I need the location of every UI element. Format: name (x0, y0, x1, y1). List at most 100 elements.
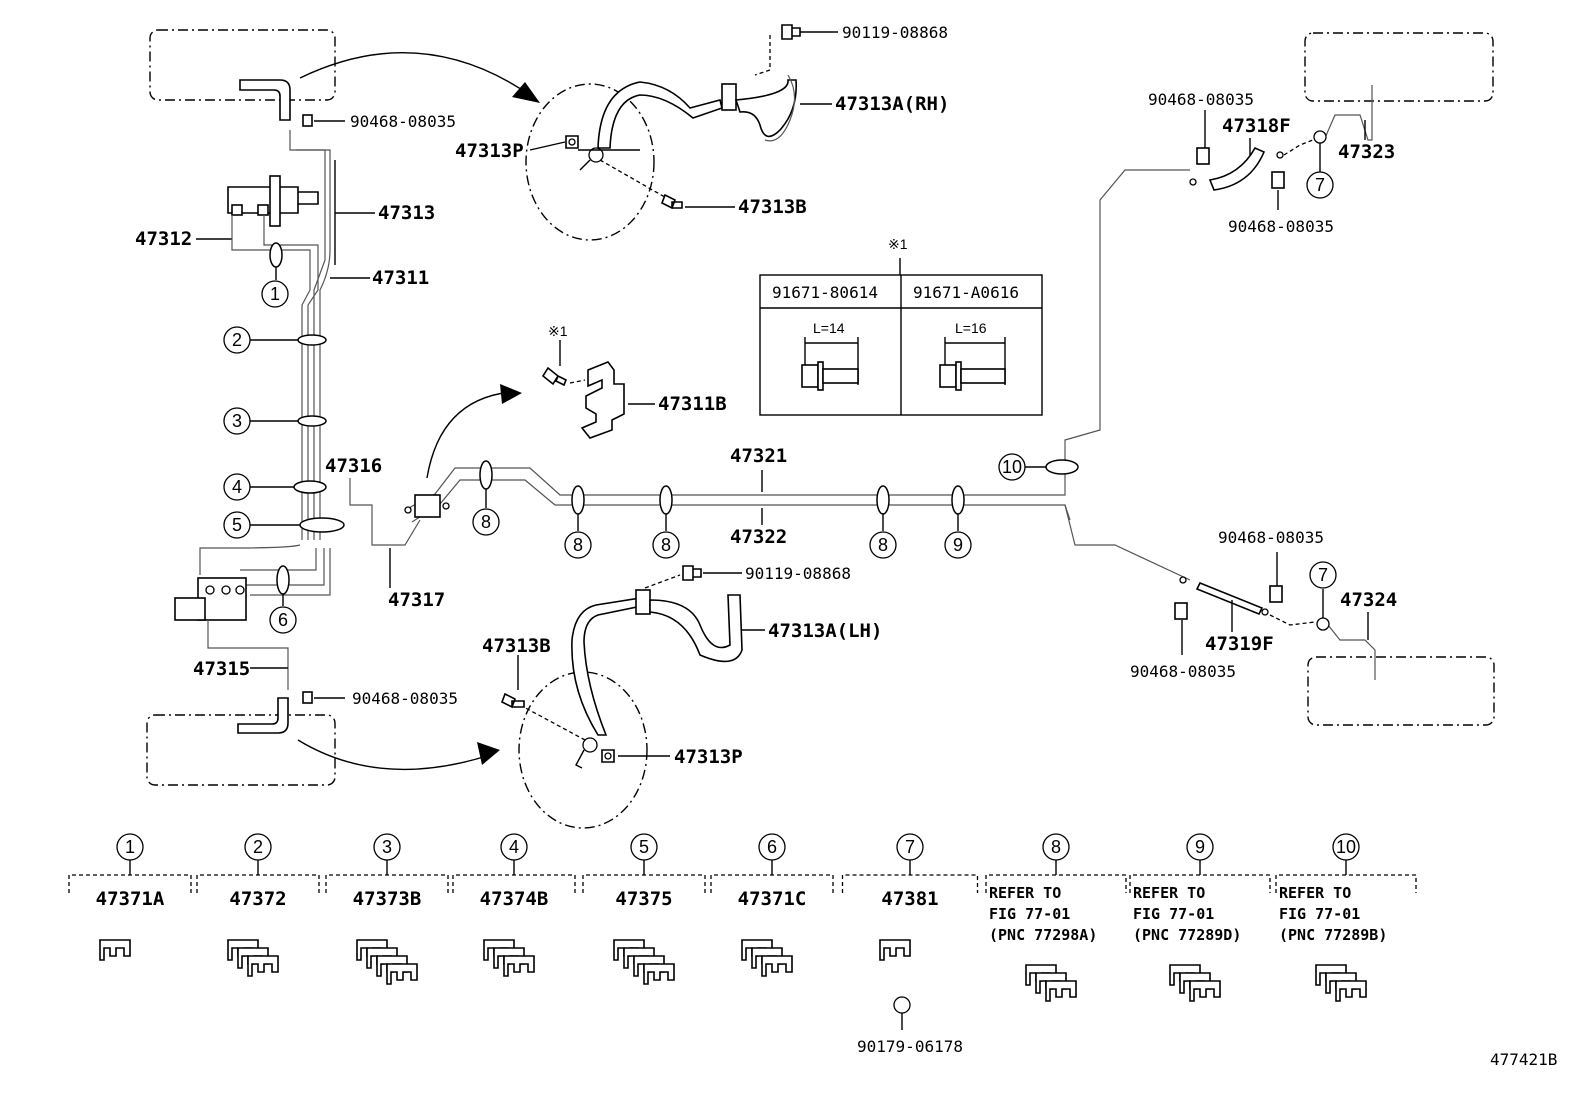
clamp-2-icon (227, 939, 279, 977)
legend-callout-4: 4 (509, 837, 519, 857)
callout-3: 3 (232, 411, 242, 431)
part-label-47323: 47323 (1338, 141, 1395, 163)
part-label-47313B-bottom: 47313B (482, 635, 551, 657)
part-label-47324: 47324 (1340, 589, 1397, 611)
clip-part-number-br1: 90468-08035 (1218, 528, 1324, 547)
legend-item-2: 2 47372 (196, 833, 320, 977)
clip-part-number: 90468-08035 (350, 112, 456, 131)
bolt-l16-icon (939, 361, 1006, 391)
figure-id: 477421B (1490, 1050, 1557, 1069)
callout-1: 1 (270, 284, 280, 304)
bolt-part-number-mid: 90119-08868 (745, 564, 851, 583)
clamp-1-icon (99, 939, 131, 961)
pipe-47319F (1195, 581, 1264, 616)
clamp-5-icon (613, 939, 675, 985)
table-star-mark: ※1 (888, 236, 908, 252)
part-label-47313B-top: 47313B (738, 196, 807, 218)
part-label-47316: 47316 (325, 455, 382, 477)
legend-callout-5: 5 (639, 837, 649, 857)
callout-8a: 8 (481, 512, 491, 532)
clip-part-number-tr1: 90468-08035 (1148, 90, 1254, 109)
arrow-head (512, 82, 540, 103)
part-label-47322: 47322 (730, 526, 787, 548)
clamp-10-icon (1315, 964, 1367, 1002)
part-label-47315: 47315 (193, 658, 250, 680)
rh-caliper-zoom (525, 83, 655, 241)
bracket-47311B (580, 361, 625, 439)
clamp-marker (269, 242, 283, 268)
clamp-7-icon (879, 939, 911, 1014)
legend-callout-6: 6 (767, 837, 777, 857)
legend-callout-8: 8 (1051, 837, 1061, 857)
legend-ref-8-0: REFER TO (989, 884, 1061, 902)
callout-7-top: 7 (1315, 175, 1325, 195)
callout-2: 2 (232, 330, 242, 350)
part-label-47311: 47311 (372, 267, 429, 289)
clamp-3-icon (356, 939, 418, 985)
callout-6: 6 (278, 610, 288, 630)
part-label-47313: 47313 (378, 202, 435, 224)
legend-part-5: 47375 (615, 888, 672, 910)
part-label-47317: 47317 (388, 589, 445, 611)
bolt-l14-icon (801, 361, 859, 391)
bolt-part-number-top: 90119-08868 (842, 23, 948, 42)
callout-8c: 8 (661, 535, 671, 555)
legend-item-6: 6 47371C (710, 833, 834, 977)
clamp-9-icon (1169, 964, 1221, 1002)
arrow-to-rh-caliper (299, 52, 531, 96)
callout-9: 9 (953, 535, 963, 555)
rear-left-wheel-frame (1307, 656, 1495, 726)
part-label-47313P-bottom: 47313P (674, 746, 743, 768)
callout-8d: 8 (878, 535, 888, 555)
part-label-47312: 47312 (135, 228, 192, 250)
legend-ref-10-2: (PNC 77289B) (1279, 926, 1387, 944)
callout-7-bottom: 7 (1318, 565, 1328, 585)
legend-callout-2: 2 (253, 837, 263, 857)
callout-4: 4 (232, 477, 242, 497)
clamp-8-icon (1025, 964, 1077, 1002)
legend-part-7: 47381 (881, 888, 938, 910)
legend-ref-9-2: (PNC 77289D) (1133, 926, 1241, 944)
flex-hose-lh (571, 597, 643, 736)
legend-ref-8-2: (PNC 77298A) (989, 926, 1097, 944)
front-left-wheel-frame (146, 714, 336, 786)
legend-part-3: 47373B (353, 888, 422, 910)
flex-hose-rh (597, 81, 723, 149)
callout-10: 10 (1002, 457, 1022, 477)
part-label-47313P-top: 47313P (455, 140, 524, 162)
clip-part-number-tr2: 90468-08035 (1228, 217, 1334, 236)
legend-ref-8-1: FIG 77-01 (989, 905, 1070, 923)
brake-actuator (197, 577, 247, 621)
clamp-6-icon (741, 939, 793, 977)
legend-part-2: 47372 (229, 888, 286, 910)
bolt-length-1: L=14 (813, 320, 845, 336)
bolt-length-2: L=16 (955, 320, 987, 336)
clip-icon (302, 114, 313, 127)
legend-ref-10-0: REFER TO (1279, 884, 1351, 902)
bolt-table-header-2: 91671-A0616 (913, 283, 1019, 302)
rear-right-wheel-frame (1304, 32, 1494, 102)
legend-ref-9-0: REFER TO (1133, 884, 1205, 902)
callout-8b: 8 (573, 535, 583, 555)
legend-ref-10-1: FIG 77-01 (1279, 905, 1360, 923)
legend-callout-10: 10 (1336, 837, 1356, 857)
legend-callout-9: 9 (1195, 837, 1205, 857)
callout-5: 5 (232, 515, 242, 535)
bolt-star-mark: ※1 (548, 323, 568, 339)
bolt-table-header-1: 91671-80614 (772, 283, 878, 302)
legend-ref-9-1: FIG 77-01 (1133, 905, 1214, 923)
part-label-47313A-LH: 47313A(LH) (768, 620, 882, 642)
clip-part-number-bottom: 90468-08035 (352, 689, 458, 708)
part-label-47318F: 47318F (1222, 115, 1291, 137)
legend-sub-part-7: 90179-06178 (857, 1037, 963, 1056)
legend-part-6: 47371C (738, 888, 807, 910)
